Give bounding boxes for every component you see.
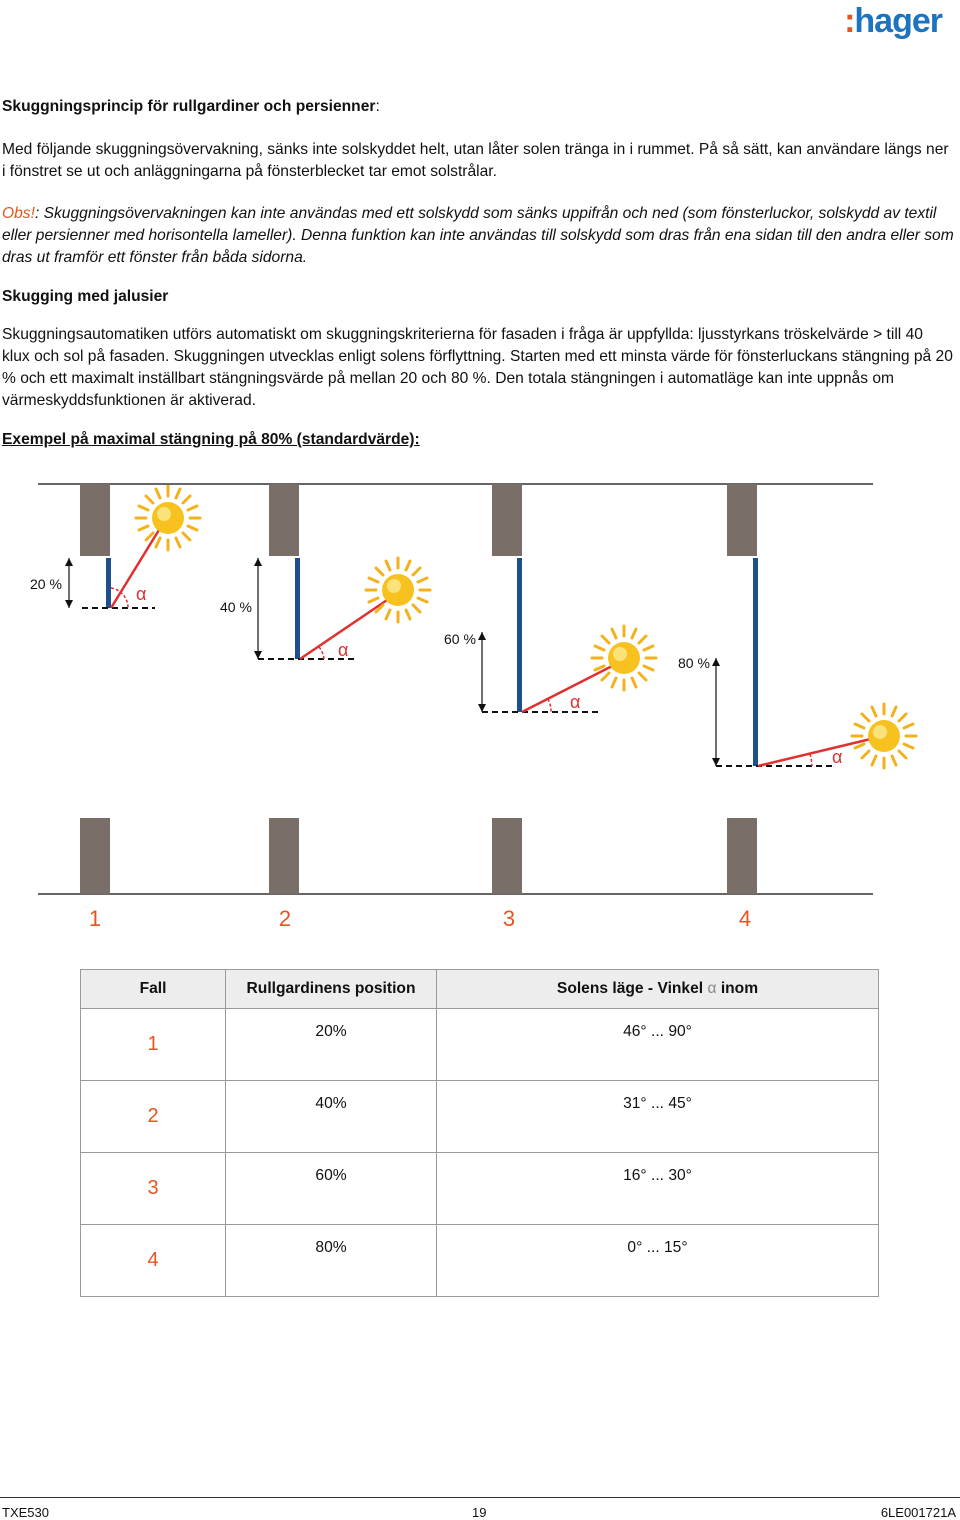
sun-icon xyxy=(590,624,658,692)
footer-left: TXE530 xyxy=(2,1505,49,1520)
alpha-3: α xyxy=(570,692,580,712)
row-angle: 46° ... 90° xyxy=(436,1008,879,1081)
row-angle: 31° ... 45° xyxy=(436,1080,879,1153)
row-case: 2 xyxy=(80,1080,226,1153)
row-angle: 16° ... 30° xyxy=(436,1152,879,1225)
logo-text: hager xyxy=(854,2,943,40)
case-number-2: 2 xyxy=(279,906,291,931)
blind-2 xyxy=(295,558,300,659)
table-row: 1 20% 46° ... 90° xyxy=(80,1008,879,1081)
lintel-4 xyxy=(727,484,757,556)
angle-arc-1 xyxy=(110,587,129,609)
lintel-2 xyxy=(269,484,299,556)
lintel-1 xyxy=(80,484,110,556)
case-3-percent: 60 % xyxy=(444,631,476,647)
header-position: Rullgardinens position xyxy=(225,969,437,1009)
row-position: 80% xyxy=(225,1224,437,1297)
page-heading: Skuggningsprincip för rullgardiner och p… xyxy=(2,96,954,118)
hager-logo: :hager xyxy=(844,2,943,41)
case-3-window: 60 % α xyxy=(444,484,658,894)
row-angle: 0° ... 15° xyxy=(436,1224,879,1297)
sun-icon xyxy=(850,702,918,770)
sill-1 xyxy=(80,818,110,894)
heading-colon: : xyxy=(375,98,380,115)
row-case: 3 xyxy=(80,1152,226,1225)
footer-right: 6LE001721A xyxy=(880,1505,956,1520)
header-sun: Solens läge - Vinkel α inom xyxy=(436,969,879,1009)
row-position: 40% xyxy=(225,1080,437,1153)
header-case: Fall xyxy=(80,969,226,1009)
obs-label: Obs! xyxy=(2,205,35,222)
table-row: 2 40% 31° ... 45° xyxy=(80,1080,879,1153)
sill-2 xyxy=(269,818,299,894)
case-2-percent: 40 % xyxy=(220,599,252,615)
header-sun-text: Solens läge - Vinkel xyxy=(556,980,704,997)
case-2-window: 40 % α xyxy=(220,484,432,894)
cases-table: Fall Rullgardinens position Solens läge … xyxy=(80,969,879,1297)
alpha-4: α xyxy=(832,747,842,767)
example-title: Exempel på maximal stängning på 80% (sta… xyxy=(2,431,420,448)
shading-diagram: 20 % α 40 % α 60 % α xyxy=(30,483,918,931)
angle-arc-2 xyxy=(318,646,325,660)
table-header-row: Fall Rullgardinens position Solens läge … xyxy=(80,969,879,1009)
row-position: 60% xyxy=(225,1152,437,1225)
sun-icon xyxy=(364,556,432,624)
section-title: Skugging med jalusier xyxy=(2,288,169,305)
sun-ray-4 xyxy=(757,736,876,768)
footer-divider xyxy=(0,1497,960,1498)
case-4-window: 80 % α xyxy=(678,484,918,894)
table-row: 4 80% 0° ... 15° xyxy=(80,1224,879,1297)
sill-4 xyxy=(727,818,757,894)
obs-paragraph: Obs!: Skuggningsövervakningen kan inte a… xyxy=(2,203,954,269)
intro-paragraph: Med följande skuggningsövervakning, sänk… xyxy=(2,141,949,180)
case-number-1: 1 xyxy=(89,906,101,931)
footer-page-number: 19 xyxy=(472,1505,487,1520)
blind-3 xyxy=(517,558,522,712)
sun-ray-3 xyxy=(521,660,621,714)
lintel-3 xyxy=(492,484,522,556)
case-4-percent: 80 % xyxy=(678,655,710,671)
header-alpha: α xyxy=(707,980,717,997)
case-number-3: 3 xyxy=(503,906,515,931)
table-row: 3 60% 16° ... 30° xyxy=(80,1152,879,1225)
case-1-window: 20 % α xyxy=(30,484,202,894)
angle-arc-3 xyxy=(547,698,552,713)
case-number-4: 4 xyxy=(739,906,751,931)
heading-text: Skuggningsprincip för rullgardiner och p… xyxy=(2,98,376,115)
logo-colon: : xyxy=(844,2,855,40)
alpha-1: α xyxy=(136,584,146,604)
row-case: 1 xyxy=(80,1008,226,1081)
obs-text: : Skuggningsövervakningen kan inte använ… xyxy=(2,205,954,266)
row-case: 4 xyxy=(80,1224,226,1297)
case-1-percent: 20 % xyxy=(30,576,62,592)
sun-icon xyxy=(134,484,202,552)
sun-ray-2 xyxy=(299,592,397,661)
angle-arc-4 xyxy=(809,753,813,767)
blind-1 xyxy=(106,558,111,608)
alpha-2: α xyxy=(338,640,348,660)
header-sun-suffix: inom xyxy=(720,980,759,997)
sill-3 xyxy=(492,818,522,894)
section-body: Skuggningsautomatiken utförs automatiskt… xyxy=(2,326,953,409)
blind-4 xyxy=(753,558,758,766)
row-position: 20% xyxy=(225,1008,437,1081)
